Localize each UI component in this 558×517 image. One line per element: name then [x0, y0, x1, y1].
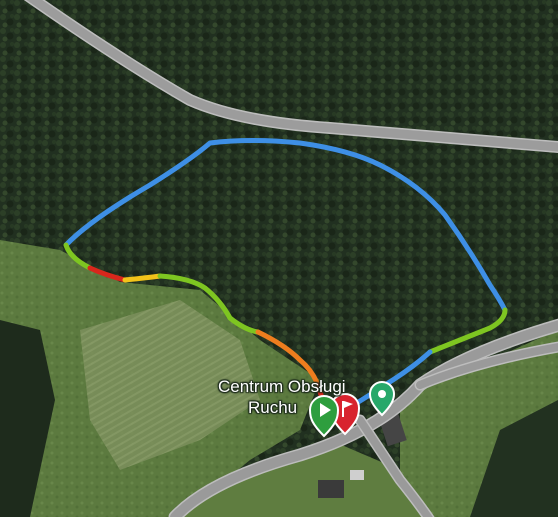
building — [350, 470, 364, 480]
track-segment-yellow — [122, 273, 163, 283]
track-segment-red — [87, 265, 128, 283]
tree-cluster — [470, 400, 558, 517]
building — [318, 480, 344, 498]
track-segment-green-west — [63, 242, 93, 271]
flag-icon — [342, 401, 353, 417]
field-strip — [80, 300, 260, 470]
location-pin-icon — [378, 390, 386, 398]
road-east — [416, 343, 558, 389]
roads — [23, 0, 558, 517]
tree-cluster — [0, 320, 55, 517]
track-segment-green-south — [157, 273, 261, 335]
meadow-south — [180, 440, 430, 517]
poi-marker[interactable] — [368, 381, 396, 417]
track-segment-blue-north — [63, 138, 508, 313]
track-segment-orange — [255, 329, 321, 388]
route-track[interactable] — [63, 138, 508, 415]
track-segment-green-east — [427, 307, 508, 355]
start-marker[interactable] — [308, 395, 340, 438]
road-main — [170, 320, 558, 517]
play-icon — [320, 403, 331, 417]
road-north — [26, 0, 558, 152]
end-marker[interactable] — [329, 393, 361, 436]
road-branch — [356, 416, 433, 517]
